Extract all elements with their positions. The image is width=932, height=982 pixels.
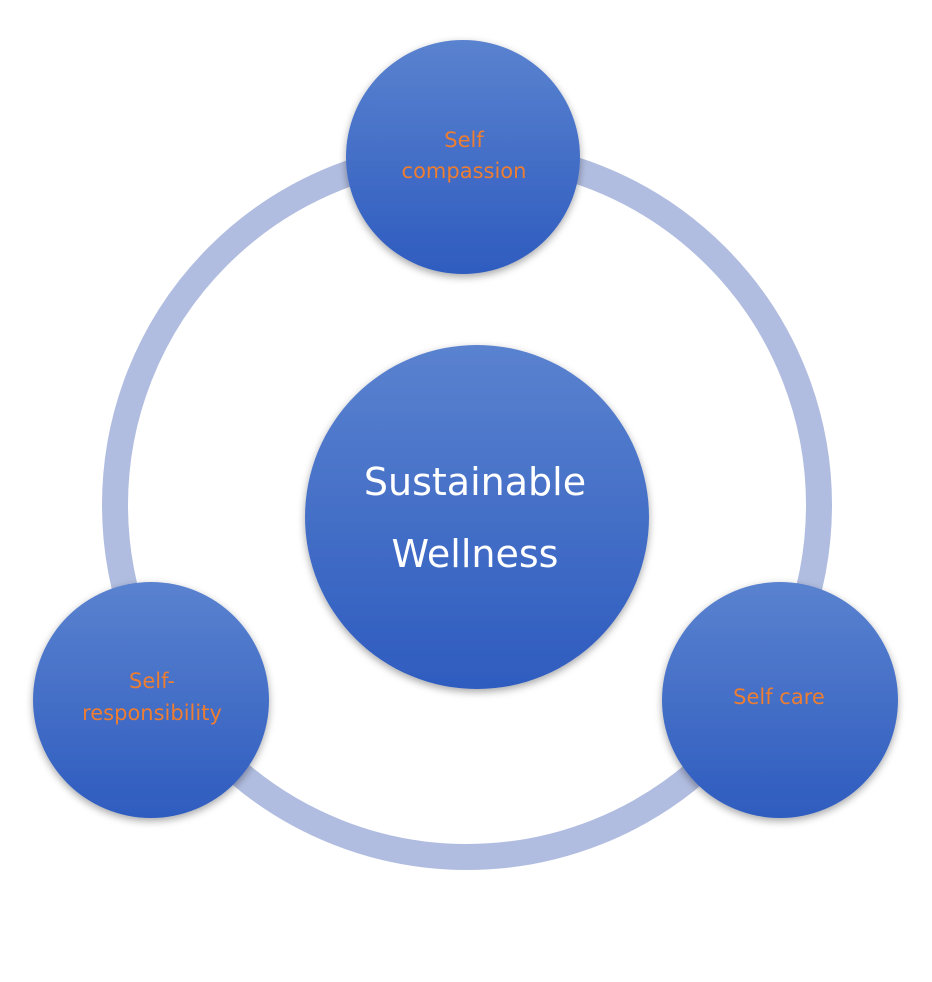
node-self-care: Self care <box>662 582 898 818</box>
node-self-compassion-circle <box>346 40 580 274</box>
node-self-care-label: Self care <box>733 685 825 709</box>
node-self-responsibility-label-line1: Self- <box>129 669 175 693</box>
node-self-responsibility-label-line2: responsibility <box>82 701 222 725</box>
node-self-compassion: Self compassion <box>346 40 580 274</box>
center-label-line1: Sustainable <box>364 460 586 504</box>
node-self-responsibility: Self- responsibility <box>33 582 269 818</box>
node-self-responsibility-circle <box>33 582 269 818</box>
center-label-line2: Wellness <box>392 532 559 576</box>
node-self-care-circle <box>662 582 898 818</box>
node-self-compassion-label-line2: compassion <box>402 159 527 183</box>
center-node: Sustainable Wellness <box>305 345 649 689</box>
center-circle <box>305 345 649 689</box>
node-self-compassion-label-line1: Self <box>444 128 484 152</box>
